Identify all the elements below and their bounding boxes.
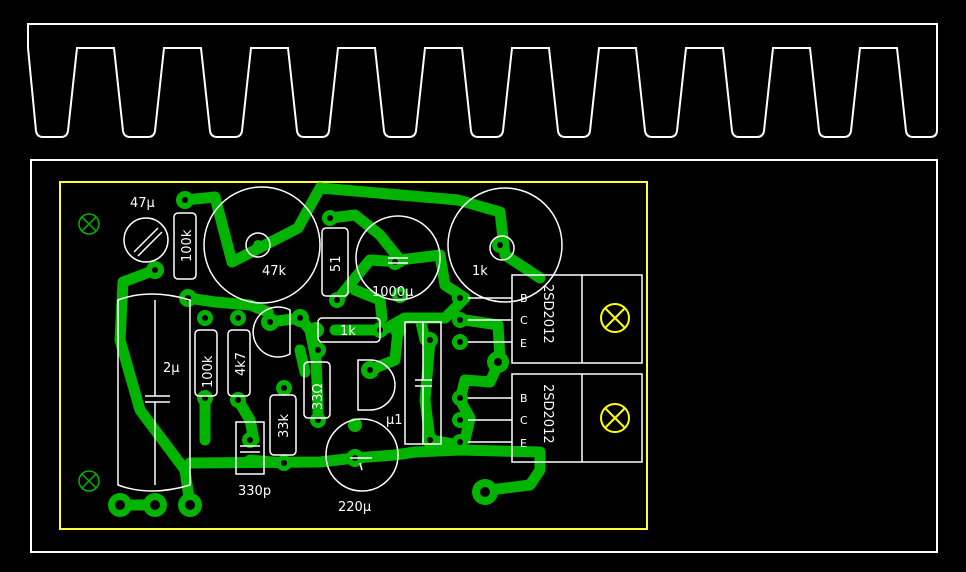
label-c-1000u: 1000µ [372,285,413,300]
label-c-330p: 330p [238,484,271,499]
power-transistor-2-body [511,373,643,463]
power-transistor-1-body [511,274,643,364]
label-r-33r: 33Ω [311,383,326,410]
cap-1000u-outline [355,215,441,301]
resistor-100k-top-outline [173,212,197,280]
label-q1-pin-b: B [520,292,528,305]
resistor-51-outline [321,227,349,297]
heatsink-outline [27,23,938,138]
label-r-100k-mid: 100k [201,355,216,388]
label-q2-pin-c: C [520,414,528,427]
label-q1-pin-c: C [520,314,528,327]
mounting-hole-icon [600,303,630,433]
resistor-33k-outline [269,394,297,456]
resistor-1k-mid-outline [317,317,381,343]
label-q2-pin-e: E [520,437,527,450]
component-outlines [117,186,643,492]
cap-2u-outline [117,293,191,492]
label-q2-pin-b: B [520,392,528,405]
cross-mark-icon [78,213,100,492]
label-c-2u: 2µ [163,361,180,376]
label-c-u1: µ1 [386,413,403,428]
mid-transistor-outline [357,359,396,411]
label-q1-part: 2SD2012 [540,284,555,344]
label-c-220u: 220µ [338,500,371,515]
cap-330p-outline [235,421,265,475]
label-r-33k: 33k [277,413,292,438]
resistor-33r-outline [303,361,331,419]
small-transistor-outline [252,306,291,358]
label-r-4k7: 4k7 [234,352,249,376]
cap-220u-outline [325,418,399,492]
resistor-100k-mid-outline [194,329,218,397]
pad-holes [115,197,503,510]
resistor-4k7-outline [227,329,251,397]
label-q1-pin-e: E [520,337,527,350]
label-r-100k-top: 100k [180,229,195,262]
pot-47k-outline [203,186,321,304]
label-r-1k-mid: 1k [340,324,356,339]
label-c-47u: 47µ [130,196,155,211]
label-q2-part: 2SD2012 [540,384,555,444]
board-edge [59,181,648,530]
label-pot-1k: 1k [472,264,488,279]
label-pot-47k: 47k [262,264,287,279]
label-r-51: 51 [329,255,344,272]
enclosure-outline [30,159,938,553]
pot-1k-outline [447,187,563,303]
cap-47u-outline [123,217,169,263]
